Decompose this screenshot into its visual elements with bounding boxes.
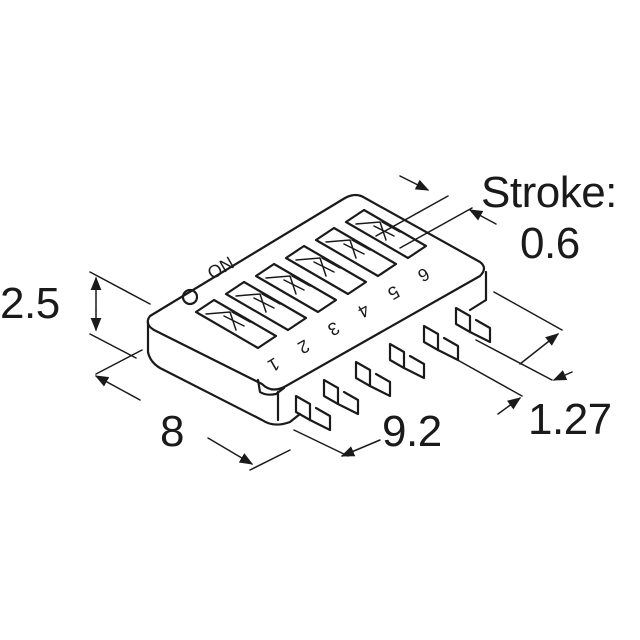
switch-pins <box>294 306 492 432</box>
switch-actuators <box>194 208 428 350</box>
actuator-5 <box>314 226 398 278</box>
dimension-lines <box>89 175 573 471</box>
switch-number-5: 5 <box>384 282 403 304</box>
pin-6 <box>454 306 492 344</box>
pin-3 <box>354 360 392 398</box>
height-dimension: 2.5 <box>0 279 60 328</box>
length-dimension: 9.2 <box>382 407 442 456</box>
switch-number-3: 3 <box>324 318 343 340</box>
pin-1 <box>294 394 332 432</box>
actuator-4 <box>284 244 368 296</box>
switch-number-6: 6 <box>414 264 433 286</box>
pin-4 <box>388 342 426 380</box>
on-marking: ON <box>204 253 237 284</box>
stroke-label: Stroke: <box>481 168 617 217</box>
switch-number-4: 4 <box>354 300 373 322</box>
width-dimension: 8 <box>160 407 184 456</box>
actuator-2 <box>224 280 308 332</box>
stroke-value: 0.6 <box>520 219 580 268</box>
pitch-dimension: 1.27 <box>528 395 612 444</box>
pin-2 <box>322 378 360 416</box>
actuator-1 <box>194 298 278 350</box>
actuator-3 <box>254 262 338 314</box>
switch-number-2: 2 <box>294 336 313 358</box>
switch-body <box>146 193 488 426</box>
pin-5 <box>422 324 460 362</box>
switch-number-1: 1 <box>264 354 283 376</box>
